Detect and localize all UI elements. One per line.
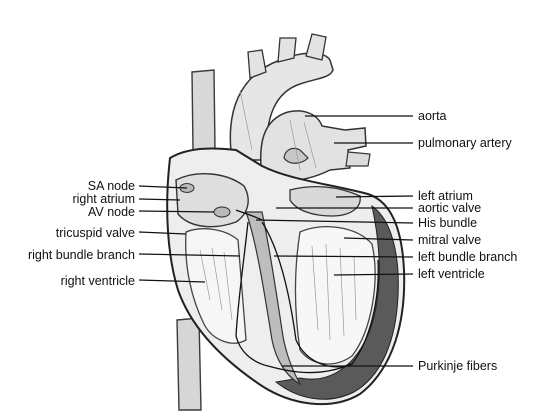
label-right-bundle-branch: right bundle branch xyxy=(28,248,135,262)
label-right-atrium: right atrium xyxy=(72,192,135,206)
label-av-node: AV node xyxy=(88,205,135,219)
arch-branch xyxy=(278,38,296,62)
av-node xyxy=(214,207,230,217)
label-his-bundle: His bundle xyxy=(418,216,477,230)
label-purkinje-fibers: Purkinje fibers xyxy=(418,359,497,373)
label-aorta: aorta xyxy=(418,109,447,123)
label-left-bundle-branch: left bundle branch xyxy=(418,250,517,264)
label-tricuspid-valve: tricuspid valve xyxy=(56,226,135,240)
arch-branch xyxy=(306,34,326,60)
pulmonary-vein xyxy=(346,152,370,166)
label-right-ventricle: right ventricle xyxy=(61,274,135,288)
label-sa-node: SA node xyxy=(88,179,135,193)
label-pulmonary-artery: pulmonary artery xyxy=(418,136,513,150)
left-labels: SA node right atrium AV node tricuspid v… xyxy=(28,179,135,288)
pulmonary-trunk xyxy=(261,111,366,181)
atria-region xyxy=(176,174,248,227)
right-labels: aorta pulmonary artery left atrium aorti… xyxy=(418,109,517,373)
label-mitral-valve: mitral valve xyxy=(418,233,481,247)
superior-vena-cava xyxy=(192,70,215,150)
label-aortic-valve: aortic valve xyxy=(418,201,481,215)
label-left-ventricle: left ventricle xyxy=(418,267,485,281)
inferior-vena-cava xyxy=(177,318,201,410)
